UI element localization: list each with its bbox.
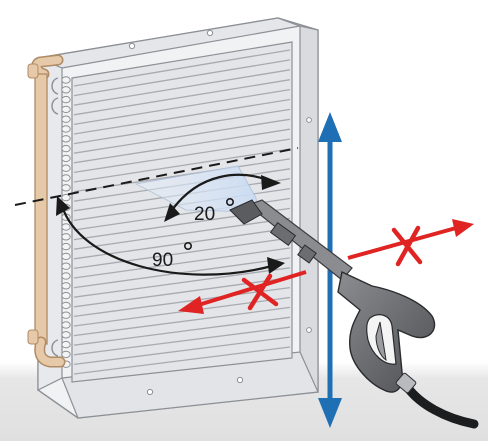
tube-end (61, 125, 71, 133)
tube-end (61, 282, 71, 290)
tube-end (61, 105, 71, 114)
fin-line (73, 88, 291, 126)
tube-end (61, 262, 71, 270)
angle-90-degree-mark (184, 242, 193, 251)
tube-end (61, 252, 71, 261)
fin-line (73, 306, 291, 337)
fin-line (73, 138, 291, 174)
fin-line (73, 346, 291, 375)
tube-end (61, 95, 71, 104)
angle-20-arc (164, 173, 281, 222)
fin-line (73, 128, 291, 164)
fin-line (73, 148, 291, 183)
tube-end (61, 135, 71, 143)
angle-20-degree-mark (226, 198, 235, 207)
pressure-washer-gun-icon (229, 199, 479, 429)
tube-end (61, 86, 71, 94)
fin-line (73, 118, 291, 154)
tube-end (61, 223, 71, 231)
fin-plane-reference-line (14, 147, 299, 206)
tube-end (61, 321, 71, 329)
fin-line (73, 277, 291, 308)
tube-end (61, 144, 71, 153)
fin-line (73, 217, 291, 250)
angle-90-arc (56, 196, 285, 276)
tube-end (61, 331, 71, 339)
tube-end (61, 174, 71, 182)
fin-line (73, 98, 291, 135)
angle-20-label: 20 (194, 204, 215, 225)
fin-line (73, 59, 291, 97)
tube-end (61, 76, 71, 84)
fin-line (73, 108, 291, 145)
tube-end (61, 184, 71, 192)
fin-line (73, 336, 291, 366)
red-cross-icon-right (391, 225, 423, 267)
red-cross-icon-left (241, 273, 279, 311)
copper-header-pipe (27, 54, 66, 368)
tube-end (61, 233, 71, 241)
angle-90-label: 90 (152, 250, 173, 271)
fin-line (73, 326, 291, 356)
forbidden-direction-arrow-left (178, 270, 307, 314)
tube-end (61, 311, 71, 319)
tube-end (61, 301, 71, 310)
fin-line (73, 49, 291, 87)
tube-end (61, 350, 71, 359)
tube-end (61, 154, 71, 163)
fin-line (73, 267, 291, 298)
fin-line (73, 237, 291, 270)
fin-line (73, 247, 291, 279)
tube-end (61, 193, 71, 202)
fin-line (73, 69, 291, 106)
fin-line (73, 79, 291, 116)
fin-line (73, 316, 291, 346)
tube-end (61, 115, 71, 123)
tube-end (61, 272, 71, 280)
tube-end (61, 242, 71, 251)
tube-ends (61, 76, 71, 368)
tube-end (61, 340, 71, 349)
tube-end (61, 291, 71, 300)
tube-end (61, 164, 71, 172)
fin-line (73, 286, 291, 318)
u-bends (51, 77, 59, 357)
fin-line (73, 227, 291, 260)
